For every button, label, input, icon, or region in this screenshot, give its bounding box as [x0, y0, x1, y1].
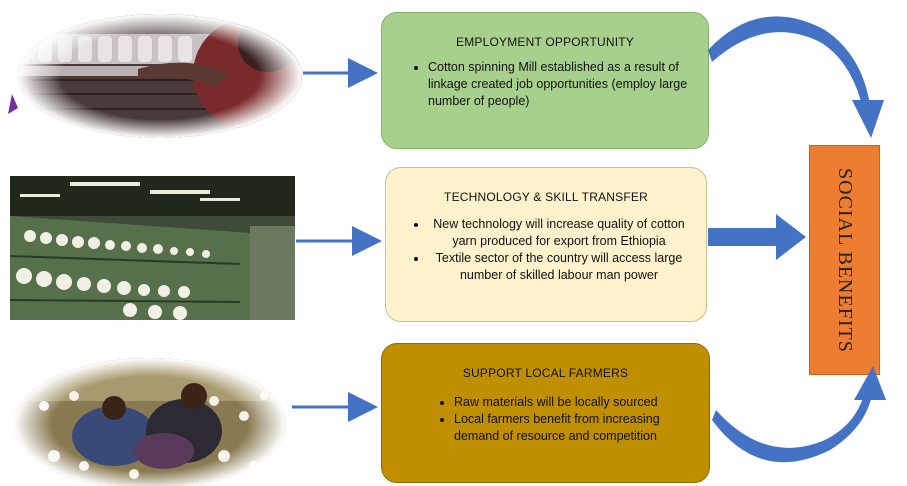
social-benefits-label: SOCIAL BENEFITS — [834, 167, 856, 353]
curved-arrow-top-head — [852, 100, 884, 138]
employment-opportunity-title: EMPLOYMENT OPPORTUNITY — [456, 35, 634, 49]
arrow-technology-to-social — [708, 214, 806, 260]
spinning-machinery-photo — [10, 176, 295, 320]
spinning-mill-worker-photo — [18, 14, 302, 138]
social-benefits-box: SOCIAL BENEFITS — [809, 145, 880, 375]
technology-skill-transfer-list: New technology will increase quality of … — [402, 216, 690, 284]
employment-opportunity-box: EMPLOYMENT OPPORTUNITY Cotton spinning M… — [381, 12, 709, 149]
support-local-farmers-list: Raw materials will be locally sourced Lo… — [398, 394, 693, 445]
technology-bullet: New technology will increase quality of … — [428, 216, 690, 250]
farmers-cotton-field-photo — [14, 356, 286, 486]
employment-bullet: Cotton spinning Mill established as a re… — [428, 59, 692, 110]
farmers-benefit-bullet: Local farmers benefit from increasing de… — [454, 411, 693, 445]
technology-skill-transfer-box: TECHNOLOGY & SKILL TRANSFER New technolo… — [385, 167, 707, 322]
curved-arrow-top — [708, 16, 870, 106]
employment-opportunity-list: Cotton spinning Mill established as a re… — [398, 59, 692, 110]
support-local-farmers-box: SUPPORT LOCAL FARMERS Raw materials will… — [381, 343, 710, 483]
curved-arrow-bottom — [712, 395, 872, 463]
support-local-farmers-title: SUPPORT LOCAL FARMERS — [462, 366, 629, 380]
skill-bullet: Textile sector of the country will acces… — [428, 250, 690, 284]
technology-skill-transfer-title: TECHNOLOGY & SKILL TRANSFER — [444, 190, 648, 204]
left-edge-marker — [8, 94, 18, 114]
raw-materials-bullet: Raw materials will be locally sourced — [454, 394, 693, 411]
